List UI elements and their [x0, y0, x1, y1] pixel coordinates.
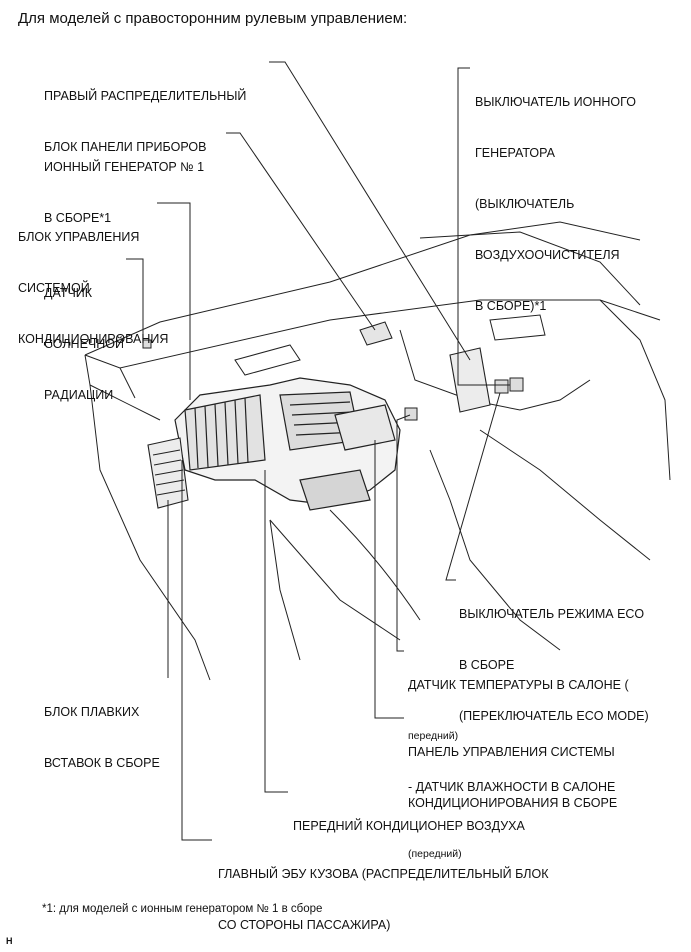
ion-switch-part: [509, 377, 524, 392]
dashboard-top-outline: [84, 221, 641, 356]
room-temp-sensor-part: [404, 407, 418, 421]
eco-switch-part: [494, 379, 509, 394]
label-ac-control-panel: ПАНЕЛЬ УПРАВЛЕНИЯ СИСТЕМЫ КОНДИЦИОНИРОВА…: [408, 745, 618, 860]
leader-solar-sensor: [126, 258, 144, 345]
figure-code: H: [6, 936, 13, 946]
label-ac-control-unit: БЛОК УПРАВЛЕНИЯ СИСТЕМОЙ КОНДИЦИОНИРОВАН…: [18, 230, 169, 346]
page-header: Для моделей с правосторонним рулевым упр…: [18, 10, 408, 27]
label-eco-switch: ВЫКЛЮЧАТЕЛЬ РЕЖИМА ECO В СБОРЕ (ПЕРЕКЛЮЧ…: [459, 607, 649, 723]
console-right: [479, 429, 651, 561]
hvac-unit: [174, 377, 401, 511]
floor-curve: [329, 509, 421, 621]
leader-ac-control-panel: [374, 440, 404, 719]
label-fuse-block: БЛОК ПЛАВКИХ ВСТАВОК В СБОРЕ: [44, 705, 160, 770]
windshield-edge: [419, 231, 641, 306]
center-console: [429, 449, 561, 651]
label-main-body-ecu: ГЛАВНЫЙ ЭБУ КУЗОВА (РАСПРЕДЕЛИТЕЛЬНЫЙ БЛ…: [218, 867, 549, 932]
right-junction-block-part: [449, 347, 491, 413]
label-right-junction-block: ПРАВЫЙ РАСПРЕДЕЛИТЕЛЬНЫЙ БЛОК ПАНЕЛИ ПРИ…: [44, 89, 247, 154]
dashboard-lower-right: [599, 299, 671, 481]
console-outline: [399, 329, 591, 411]
leader-room-temp-sensor: [396, 414, 411, 652]
leader-eco-switch: [445, 392, 501, 581]
leader-ion-generator-switch: [457, 67, 510, 386]
vent-right: [489, 314, 546, 341]
leader-ion-generator-no1: [226, 132, 376, 331]
label-solar-sensor: ДАТЧИК СОЛНЕЧНОЙ РАДИАЦИИ: [44, 286, 124, 402]
fuse-block: [147, 437, 189, 509]
leader-main-body-ecu: [181, 460, 212, 841]
label-ion-generator-switch: ВЫКЛЮЧАТЕЛЬ ИОННОГО ГЕНЕРАТОРА (ВЫКЛЮЧАТ…: [475, 95, 636, 313]
label-room-temp-sensor: ДАТЧИК ТЕМПЕРАТУРЫ В САЛОНЕ ( передний) …: [408, 678, 629, 794]
lower-panel: [269, 519, 301, 661]
vent-left: [234, 344, 301, 376]
leader-right-junction-block: [269, 61, 471, 361]
leader-lines: [126, 61, 510, 841]
dashboard-lower-left: [89, 384, 211, 681]
label-ion-generator-no1: ИОННЫЙ ГЕНЕРАТОР № 1 В СБОРЕ*1: [44, 160, 205, 225]
ion-generator-part: [359, 321, 393, 346]
leader-ac-control-unit: [157, 202, 191, 400]
glovebox-line: [269, 519, 401, 641]
dashboard-top-edge: [84, 299, 661, 369]
footnote: *1: для моделей с ионным генератором № 1…: [42, 903, 323, 915]
leader-front-air-conditioner: [264, 470, 288, 793]
label-front-air-conditioner: ПЕРЕДНИЙ КОНДИЦИОНЕР ВОЗДУХА: [293, 819, 525, 833]
